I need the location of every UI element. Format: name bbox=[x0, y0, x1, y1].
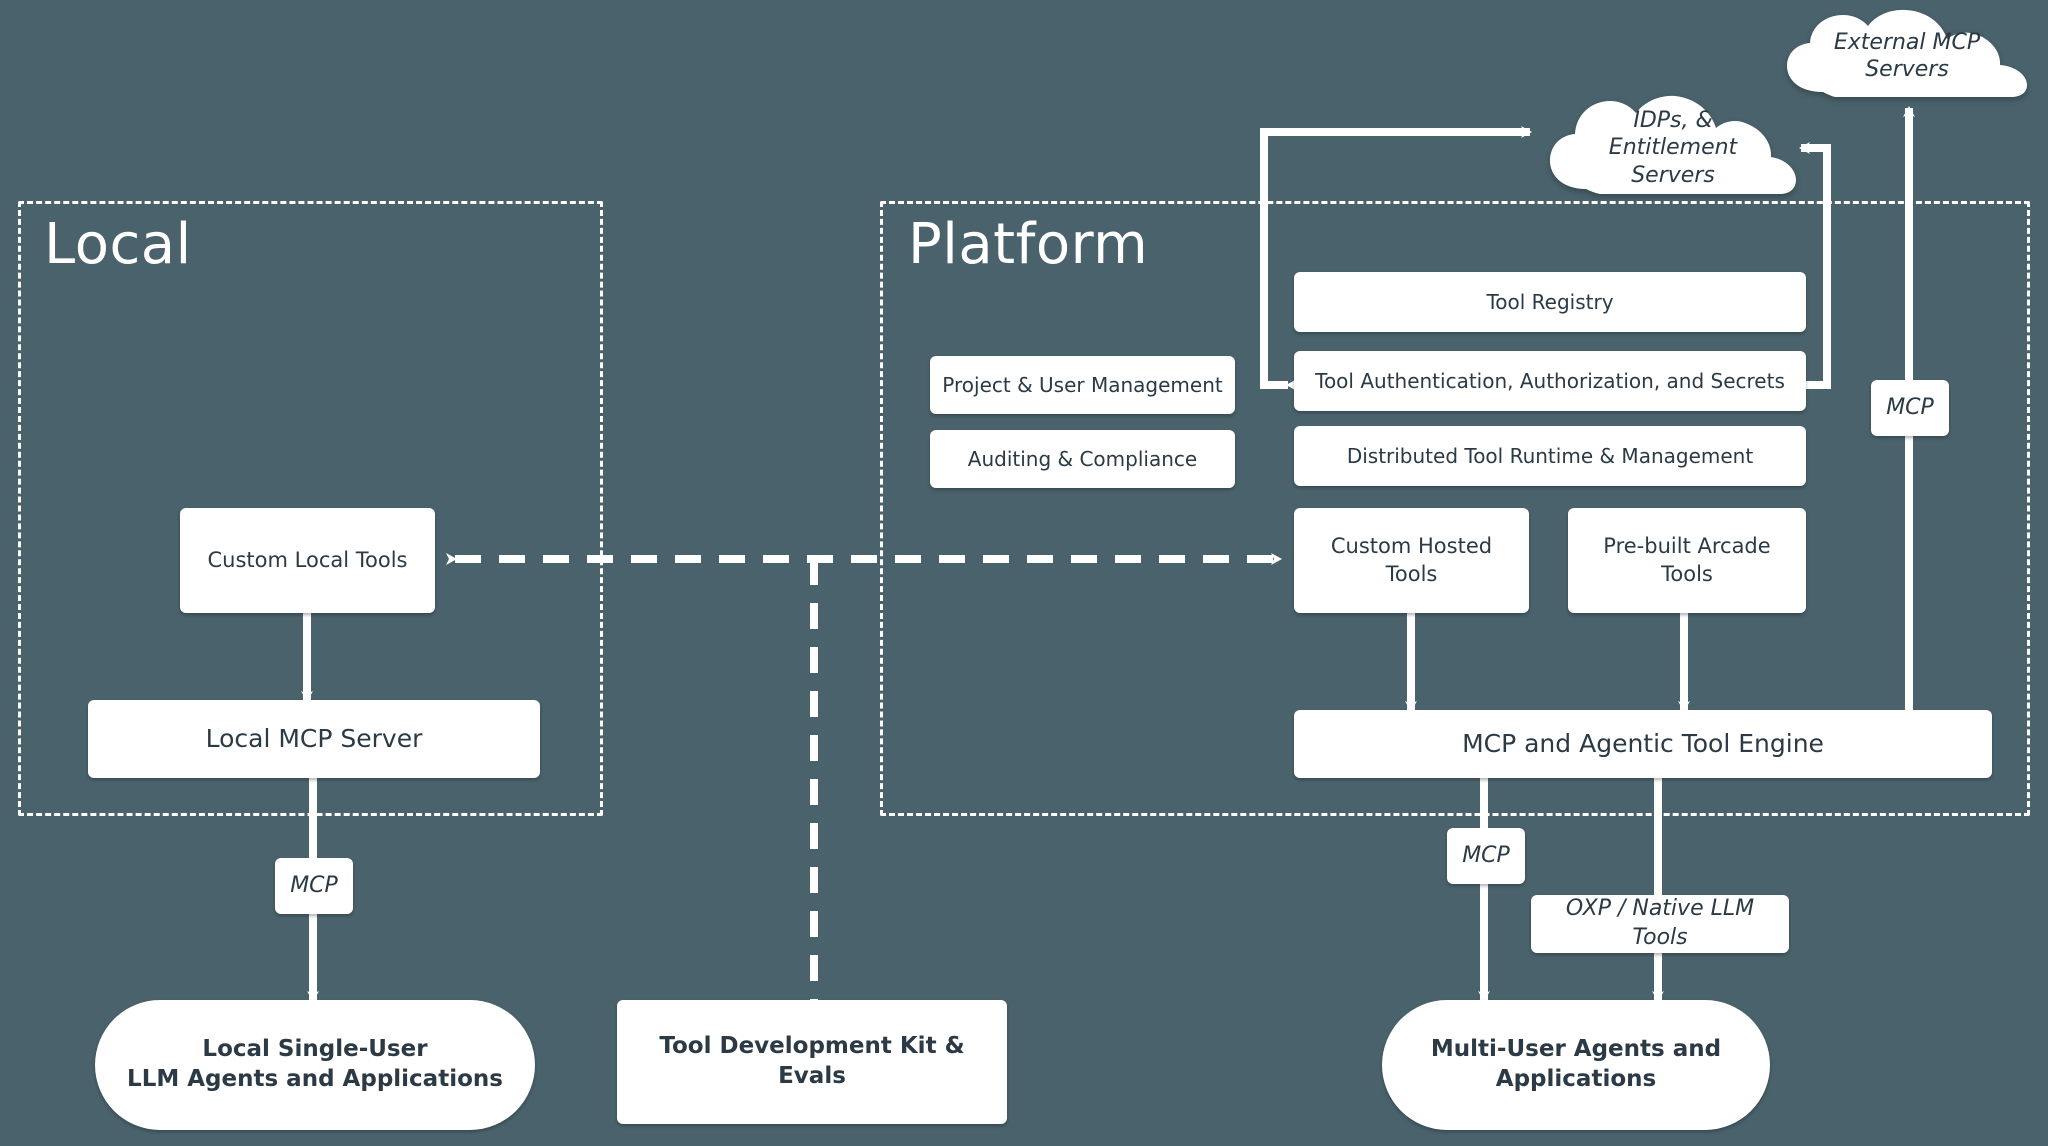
node-label: Pre-built Arcade Tools bbox=[1603, 534, 1771, 586]
node-custom-local-tools[interactable]: Custom Local Tools bbox=[180, 508, 435, 613]
node-label-line2: Applications bbox=[1495, 1066, 1657, 1092]
node-label-line1: Local Single-User bbox=[202, 1036, 428, 1063]
node-label-line1: Multi-User Agents and bbox=[1430, 1036, 1722, 1063]
node-label: OXP / Native LLM Tools bbox=[1565, 896, 1755, 950]
node-multi-user-agents[interactable]: Multi-User Agents and Applications bbox=[1382, 1000, 1770, 1130]
zone-platform-title: Platform bbox=[908, 212, 1149, 277]
node-oxp-native-llm-tools[interactable]: OXP / Native LLM Tools bbox=[1531, 895, 1789, 953]
edge-label-mcp-local: MCP bbox=[275, 858, 353, 914]
node-custom-hosted-tools[interactable]: Custom Hosted Tools bbox=[1294, 508, 1529, 613]
node-local-single-user-agents[interactable]: Local Single-User LLM Agents and Applica… bbox=[95, 1000, 535, 1130]
node-prebuilt-arcade-tools[interactable]: Pre-built Arcade Tools bbox=[1568, 508, 1806, 613]
cloud-external-mcp-servers: External MCP Servers bbox=[1779, 8, 2035, 104]
node-label: Tool Authentication, Authorization, and … bbox=[1315, 369, 1785, 393]
node-label: Auditing & Compliance bbox=[967, 447, 1198, 471]
node-label: Project & User Management bbox=[942, 373, 1223, 397]
node-label: Custom Local Tools bbox=[207, 547, 408, 572]
cloud-shape-icon bbox=[1787, 9, 2027, 97]
edge-label-mcp-platform: MCP bbox=[1447, 828, 1525, 884]
edge-label-text: MCP bbox=[1462, 842, 1510, 868]
cloud-shape-icon bbox=[1549, 95, 1796, 194]
node-tool-development-kit-evals[interactable]: Tool Development Kit & Evals bbox=[617, 1000, 1007, 1124]
zone-platform bbox=[880, 201, 2030, 816]
node-label: Distributed Tool Runtime & Management bbox=[1346, 444, 1754, 468]
node-label-line2: LLM Agents and Applications bbox=[127, 1066, 503, 1092]
node-label: Local MCP Server bbox=[205, 723, 423, 753]
node-label: Custom Hosted Tools bbox=[1330, 534, 1493, 586]
cloud-label: IDPs, & Entitlement Servers bbox=[1608, 107, 1738, 188]
node-distributed-tool-runtime-management[interactable]: Distributed Tool Runtime & Management bbox=[1294, 426, 1806, 486]
node-tool-authentication-authorization-secrets[interactable]: Tool Authentication, Authorization, and … bbox=[1294, 351, 1806, 411]
node-label: Tool Registry bbox=[1486, 290, 1614, 314]
node-label: Tool Development Kit & Evals bbox=[659, 1033, 965, 1089]
zone-local-title: Local bbox=[44, 212, 192, 277]
cloud-label: External MCP Servers bbox=[1833, 29, 1981, 83]
edge-label-text: MCP bbox=[1886, 394, 1934, 420]
node-local-mcp-server[interactable]: Local MCP Server bbox=[88, 700, 540, 778]
node-project-user-management[interactable]: Project & User Management bbox=[930, 356, 1235, 414]
edge-label-mcp-external: MCP bbox=[1871, 380, 1949, 436]
node-tool-registry[interactable]: Tool Registry bbox=[1294, 272, 1806, 332]
node-mcp-agentic-tool-engine[interactable]: MCP and Agentic Tool Engine bbox=[1294, 710, 1992, 778]
cloud-idps-entitlement-servers: IDPs, & Entitlement Servers bbox=[1542, 93, 1804, 203]
node-auditing-compliance[interactable]: Auditing & Compliance bbox=[930, 430, 1235, 488]
edge-label-text: MCP bbox=[290, 872, 338, 898]
zone-local bbox=[18, 201, 603, 816]
node-label: MCP and Agentic Tool Engine bbox=[1462, 728, 1824, 758]
